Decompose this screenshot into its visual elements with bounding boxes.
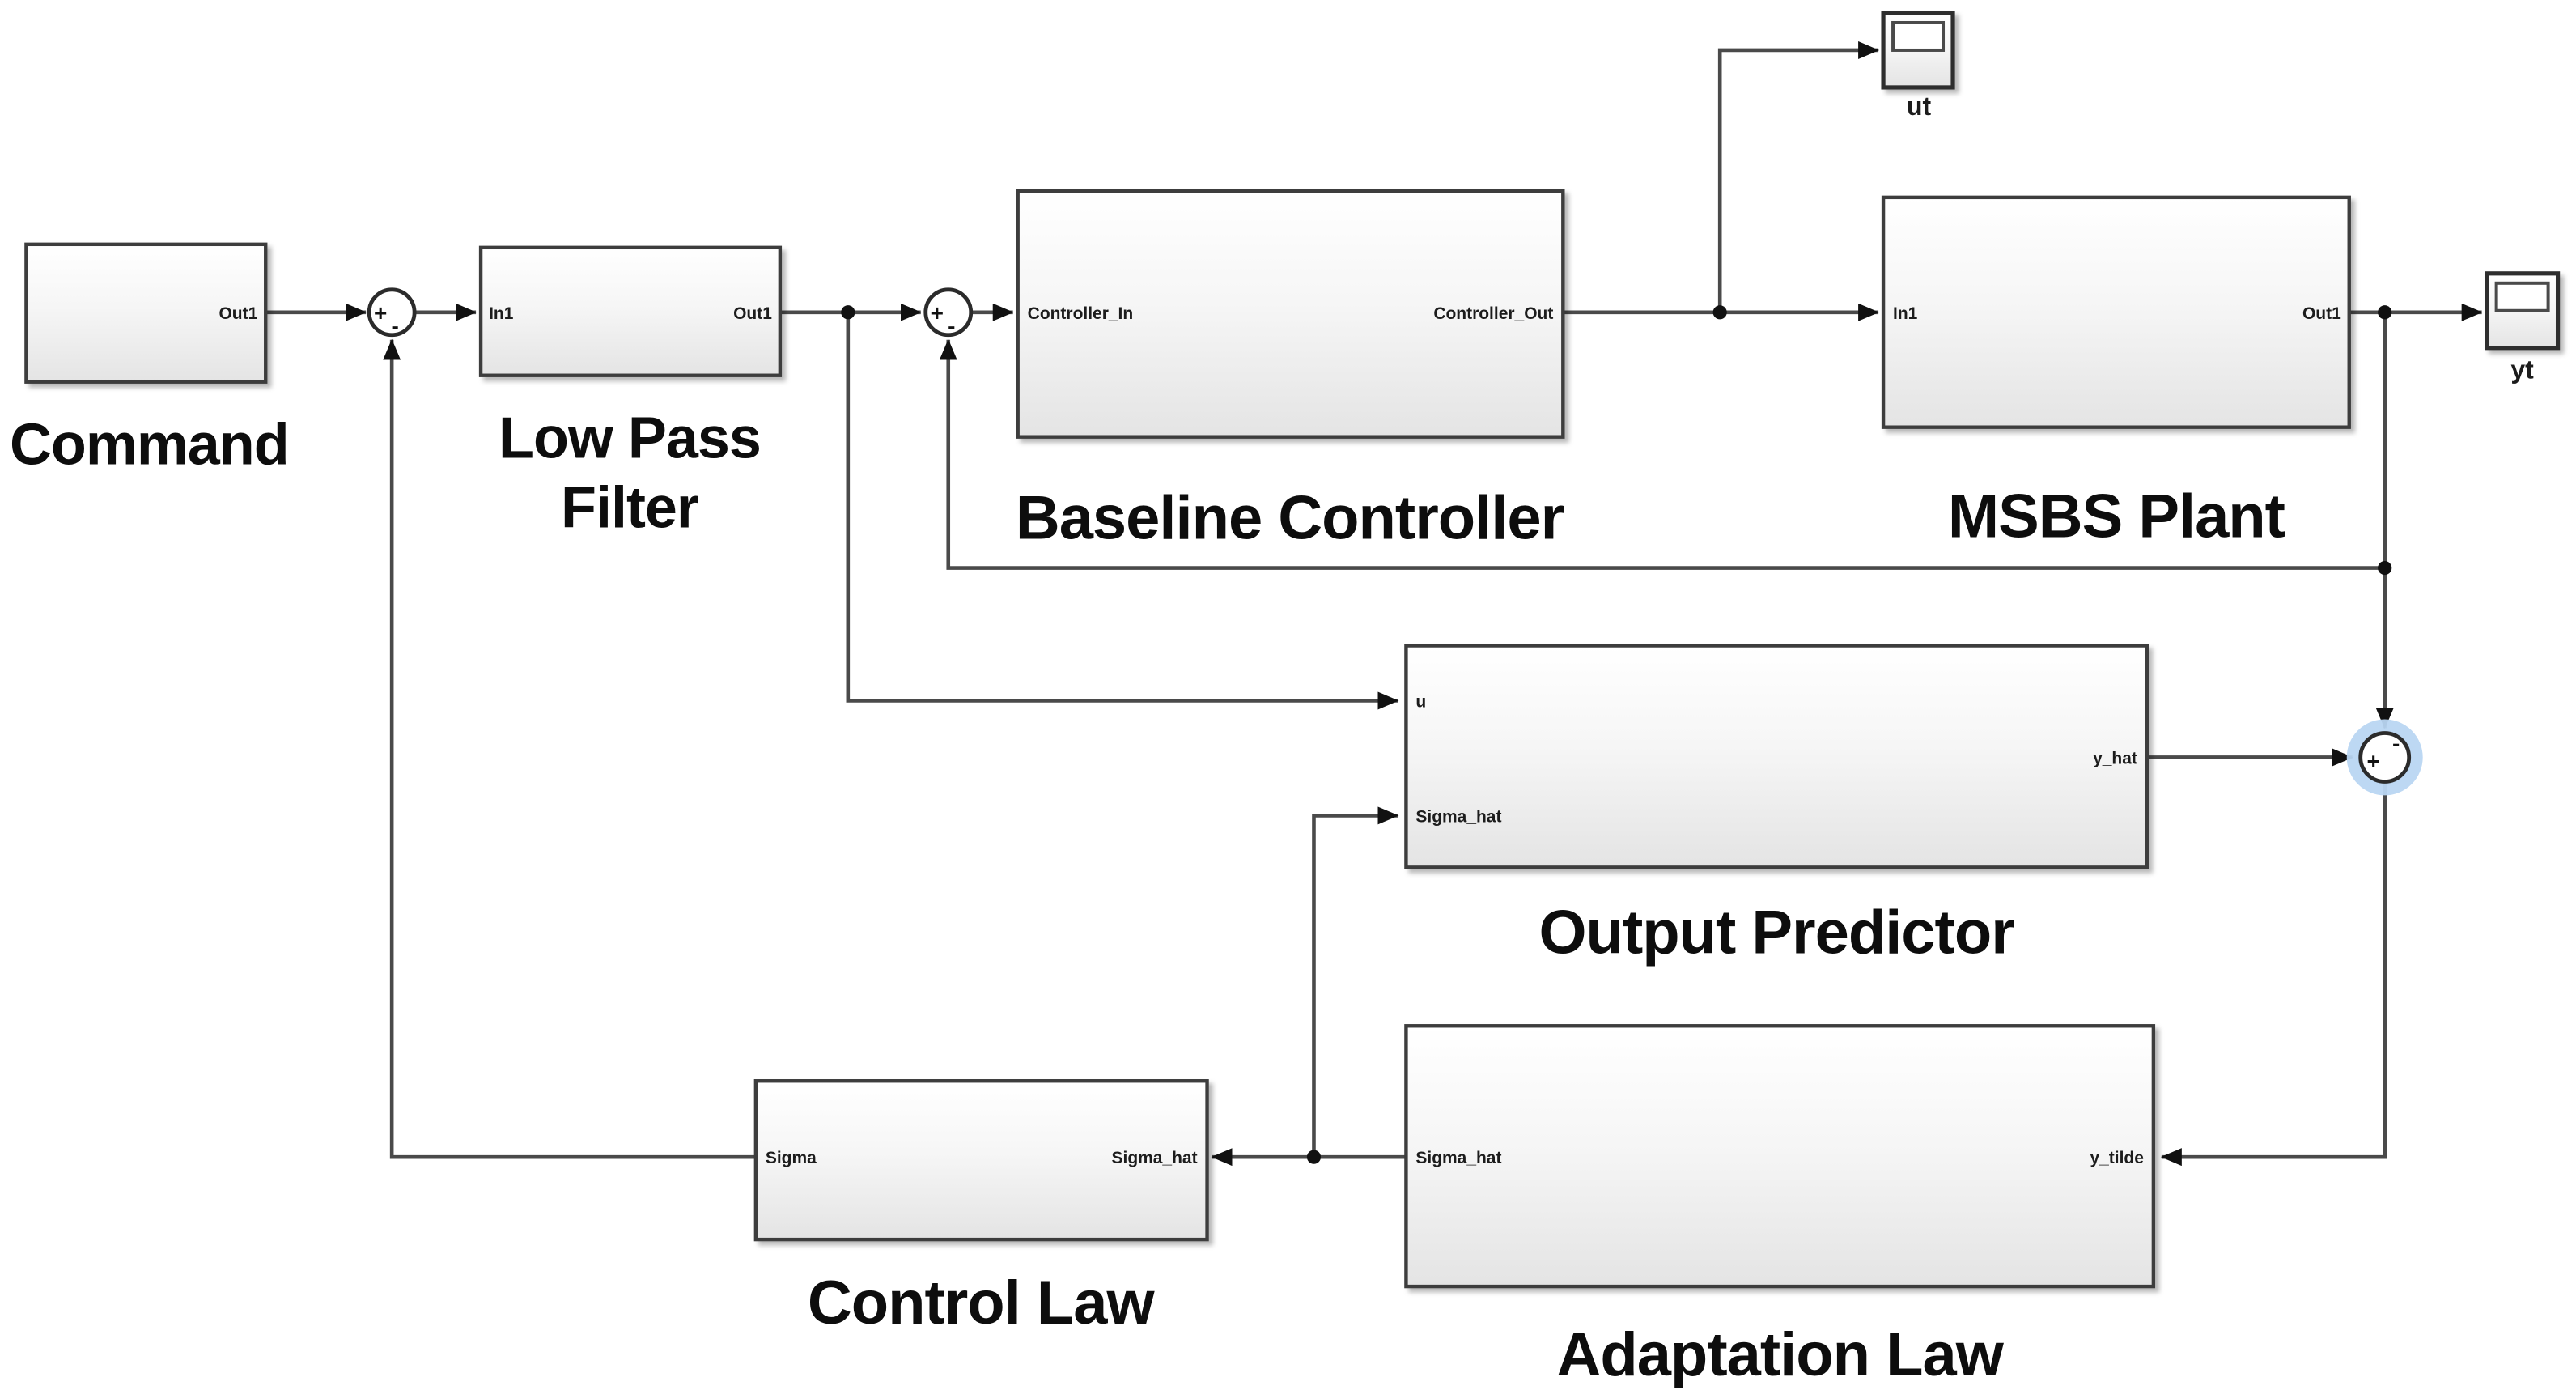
wire-control-signal-to-predictor-u[interactable] (846, 312, 1399, 710)
control-law-label[interactable]: Control Law (808, 1269, 1156, 1337)
wire-sigmahat-branch-to-predictor[interactable] (1312, 806, 1399, 1158)
ut-scope-label[interactable]: ut (1907, 91, 1932, 121)
predictor-u-port-label: u (1415, 692, 1426, 711)
sum1-circle[interactable] (367, 287, 417, 338)
command-out1-port-label: Out1 (219, 304, 257, 323)
predictor-yhat-port-label: y_hat (2093, 749, 2137, 767)
command-subsystem: Out1 Command (10, 242, 290, 478)
scope-yt: yt (2485, 271, 2561, 385)
sum2-circle[interactable] (923, 287, 974, 338)
yt-scope-label[interactable]: yt (2510, 355, 2534, 385)
wire-controllaw-sigma-to-sum1[interactable] (383, 338, 756, 1159)
output-predictor-subsystem: u Sigma_hat y_hat Output Predictor (1404, 644, 2149, 967)
baseline-controller-block[interactable] (1016, 189, 1565, 439)
sum-junction-2[interactable]: + - (923, 287, 974, 338)
adaptation-law-subsystem: Sigma_hat y_tilde Adaptation Law (1404, 1024, 2156, 1389)
ut-scope-screen-icon (1891, 20, 1946, 52)
baseline-controller-subsystem: Controller_In Controller_Out Baseline Co… (1016, 189, 1565, 553)
sum-junction-3-selected[interactable]: + - (2346, 719, 2423, 796)
predictor-sigmahat-port-label: Sigma_hat (1415, 807, 1501, 826)
low-pass-filter-label-line1[interactable]: Low Pass (499, 406, 762, 471)
msbs-in1-port-label: In1 (1893, 304, 1918, 323)
sum3-minus-sign: - (2392, 730, 2400, 755)
branch-dot-control-signal (841, 305, 855, 320)
baseline-controller-out-port-label: Controller_Out (1433, 304, 1553, 323)
sum1-plus-sign: + (374, 300, 387, 325)
msbs-plant-block[interactable] (1881, 195, 2351, 429)
lpf-out1-port-label: Out1 (733, 304, 772, 323)
sum2-minus-sign: - (948, 313, 955, 338)
lpf-in1-port-label: In1 (489, 304, 514, 323)
sum3-circle[interactable] (2358, 731, 2412, 784)
branch-dot-ut-tap (1712, 305, 1727, 320)
sum2-plus-sign: + (931, 300, 944, 325)
output-predictor-block[interactable] (1404, 644, 2149, 869)
control-law-subsystem: Sigma Sigma_hat Control Law (753, 1079, 1209, 1337)
baseline-controller-in-port-label: Controller_In (1028, 304, 1133, 323)
low-pass-filter-label-line2[interactable]: Filter (561, 476, 699, 541)
yt-scope-screen-icon (2494, 281, 2550, 312)
sum1-minus-sign: - (391, 313, 398, 338)
low-pass-filter-block[interactable] (478, 245, 783, 377)
adaptation-law-label[interactable]: Adaptation Law (1556, 1320, 2005, 1389)
adaptation-law-block[interactable] (1404, 1024, 2156, 1289)
controllaw-sigma-port-label: Sigma (766, 1149, 817, 1167)
msbs-out1-port-label: Out1 (2302, 304, 2341, 323)
adaptation-ytilde-port-label: y_tilde (2090, 1149, 2143, 1167)
wire-tap-to-ut-scope[interactable] (1717, 40, 1880, 312)
low-pass-filter-subsystem: In1 Out1 Low Pass Filter (478, 245, 783, 541)
control-law-block[interactable] (753, 1079, 1209, 1242)
branch-dot-plant-output (2378, 305, 2392, 320)
adaptation-sigmahat-port-label: Sigma_hat (1415, 1149, 1501, 1167)
wire-sum3-to-adaptation-ytilde[interactable] (2160, 781, 2387, 1167)
branch-points (841, 305, 2392, 1164)
sum3-plus-sign: + (2367, 748, 2380, 773)
msbs-plant-label[interactable]: MSBS Plant (1948, 482, 2286, 551)
sum-junction-1[interactable]: + - (367, 287, 417, 338)
wire-plant-output-feedback-to-sum2[interactable] (939, 338, 2385, 570)
command-block[interactable] (24, 242, 268, 384)
output-predictor-label[interactable]: Output Predictor (1539, 898, 2016, 967)
scope-ut: ut (1881, 11, 1955, 121)
controllaw-sigmahat-port-label: Sigma_hat (1112, 1149, 1198, 1167)
branch-dot-sigmahat (1306, 1150, 1322, 1164)
sum3-selection-halo (2346, 719, 2423, 796)
command-label[interactable]: Command (10, 413, 290, 478)
msbs-plant-subsystem: In1 Out1 MSBS Plant (1881, 195, 2351, 551)
branch-dot-feedback (2378, 560, 2392, 576)
baseline-controller-label[interactable]: Baseline Controller (1016, 484, 1565, 553)
